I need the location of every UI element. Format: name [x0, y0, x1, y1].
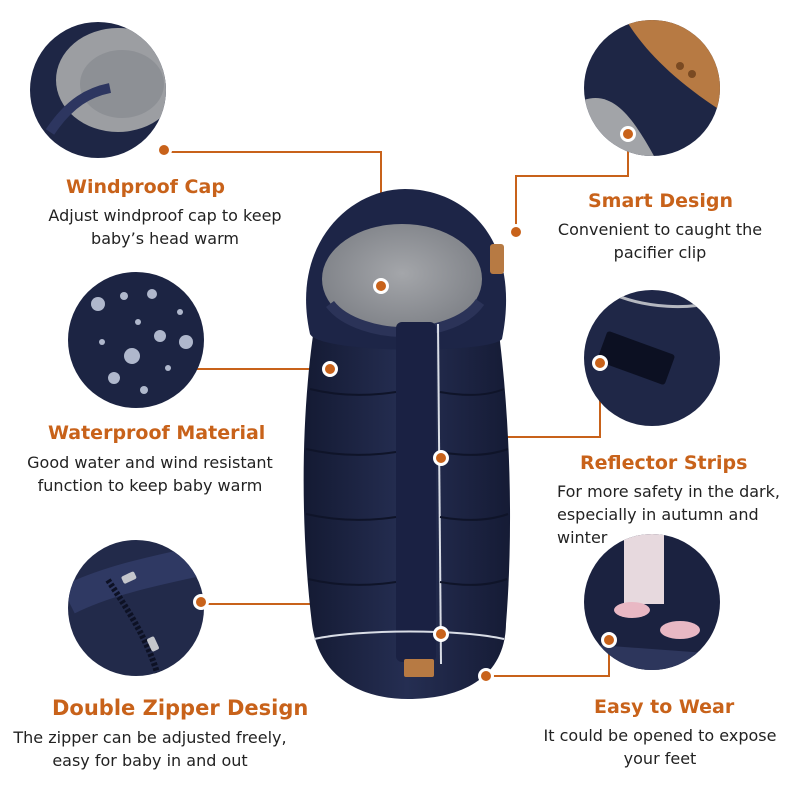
reflector-strips-marker	[592, 355, 608, 371]
easy-to-wear-detail-image	[584, 534, 720, 670]
windproof-cap-marker	[156, 142, 172, 158]
smart-design-title: Smart Design	[588, 190, 733, 212]
easy-to-wear-title: Easy to Wear	[594, 696, 735, 718]
reflector-strips-line-1: For more safety in the dark,	[557, 482, 780, 501]
waterproof-material-detail-image	[68, 272, 204, 408]
windproof-cap-line-2: baby’s head warm	[91, 229, 239, 248]
easy-to-wear-description: It could be opened to expose your feet	[530, 724, 790, 770]
waterproof-material-line-2: function to keep baby warm	[37, 476, 263, 495]
waterproof-material-description: Good water and wind resistant function t…	[0, 451, 300, 497]
waterproof-material-line-1: Good water and wind resistant	[27, 453, 273, 472]
double-zipper-description: The zipper can be adjusted freely, easy …	[0, 726, 300, 772]
easy-to-wear-line-2: your feet	[623, 749, 697, 768]
easy-to-wear-marker	[601, 632, 617, 648]
double-zipper-line-1: The zipper can be adjusted freely,	[13, 728, 287, 747]
waterproof-material-marker	[322, 361, 338, 377]
hood-marker	[373, 278, 389, 294]
reflector-strips-description: For more safety in the dark, especially …	[557, 480, 780, 549]
smart-design-marker	[620, 126, 636, 142]
smart-design-line-1: Convenient to caught the	[557, 220, 763, 239]
windproof-cap-detail-image	[30, 22, 166, 158]
foot-marker	[478, 668, 494, 684]
waterproof-material-title: Waterproof Material	[48, 422, 266, 444]
trim-marker	[433, 450, 449, 466]
windproof-cap-description: Adjust windproof cap to keep baby’s head…	[20, 204, 310, 250]
double-zipper-marker	[193, 594, 209, 610]
easy-to-wear-line-1: It could be opened to expose	[543, 726, 777, 745]
double-zipper-detail-image	[68, 540, 204, 676]
double-zipper-title: Double Zipper Design	[52, 696, 309, 720]
connector-smart-design	[515, 141, 629, 231]
reflector-strips-line-2: especially in autumn and	[557, 505, 759, 524]
zipper-marker	[433, 626, 449, 642]
smart-design-line-2: pacifier clip	[613, 243, 707, 262]
windproof-cap-title: Windproof Cap	[66, 176, 225, 198]
reflector-strips-line-3: winter	[557, 528, 608, 547]
reflector-strips-title: Reflector Strips	[580, 452, 748, 474]
smart-design-detail-image	[584, 20, 720, 156]
double-zipper-line-2: easy for baby in and out	[52, 751, 248, 770]
patch-marker	[508, 224, 524, 240]
smart-design-description: Convenient to caught the pacifier clip	[540, 218, 780, 264]
sleeping-bag-image	[303, 189, 511, 699]
windproof-cap-line-1: Adjust windproof cap to keep	[48, 206, 282, 225]
